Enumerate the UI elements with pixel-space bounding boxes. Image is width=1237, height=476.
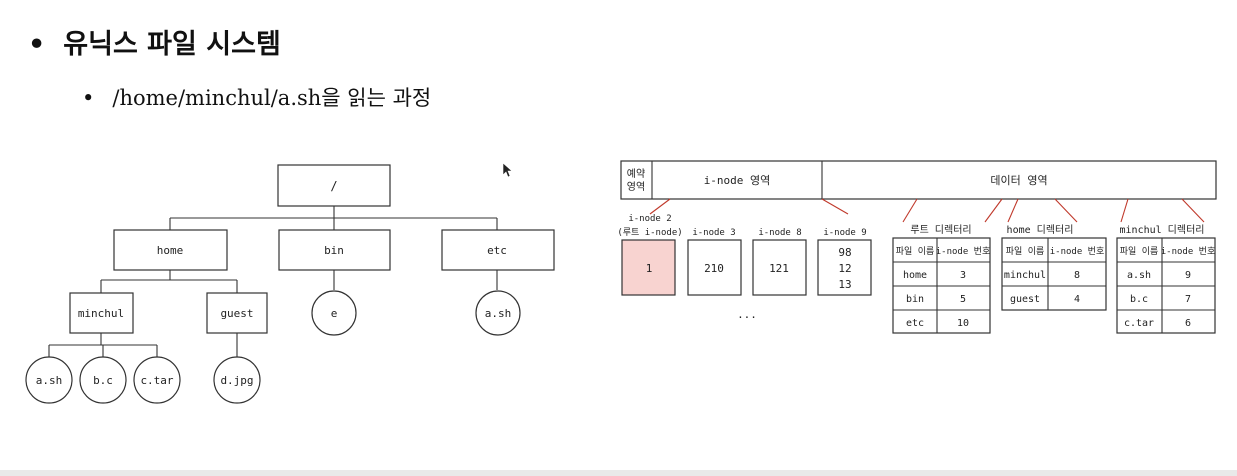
- table-cell: b.c: [1130, 294, 1148, 305]
- table-cell: 10: [957, 318, 969, 329]
- tree-node-label: guest: [220, 307, 253, 320]
- tree-node-root: [277, 164, 391, 207]
- table-cell: 6: [1185, 318, 1191, 329]
- mouse-cursor-icon: [502, 162, 513, 178]
- slide-title-text: 유닉스 파일 시스템: [63, 29, 281, 60]
- table-cell: 9: [1185, 270, 1191, 281]
- directory-title: minchul 디렉터리: [1120, 224, 1205, 236]
- table-cell: guest: [1010, 294, 1040, 305]
- tree-file-label: a.sh: [36, 374, 63, 387]
- pointer-line: [1007, 198, 1019, 223]
- tree-file-label: d.jpg: [220, 374, 253, 387]
- tree-node-minchul: [69, 292, 134, 334]
- inode-content: 1: [646, 262, 653, 275]
- inode-content: 13: [838, 278, 851, 291]
- inode-content: 210: [704, 262, 724, 275]
- table-cell: a.sh: [1127, 270, 1151, 281]
- table-cell: 3: [960, 270, 966, 281]
- table-header: 파일 이름: [1120, 246, 1159, 257]
- bullet-dot: •: [82, 86, 95, 110]
- inode-content: 121: [769, 262, 789, 275]
- slide-title: • 유닉스 파일 시스템: [28, 22, 281, 61]
- tree-file-label: c.tar: [140, 374, 173, 387]
- table-cell: 7: [1185, 294, 1191, 305]
- reserved-area-label: 영역: [627, 181, 645, 193]
- table-header: i-node 번호: [1161, 246, 1216, 257]
- table-cell: minchul: [1004, 270, 1046, 281]
- table-header: 파일 이름: [1006, 246, 1045, 257]
- tree-node-label: etc: [487, 244, 507, 257]
- directory-table-home: [1001, 237, 1107, 311]
- inode-block-root: [621, 239, 676, 296]
- slide-subtitle: • /home/minchul/a.sh을 읽는 과정: [82, 82, 431, 112]
- table-cell: home: [903, 270, 927, 281]
- tree-file-e: [311, 290, 357, 336]
- inode-block-9: [817, 239, 872, 296]
- inode-label: i-node 2: [628, 214, 671, 224]
- tree-file-b-c: [79, 356, 127, 404]
- table-cell: etc: [906, 318, 924, 329]
- tree-node-label: minchul: [78, 307, 124, 320]
- directory-title: 루트 디렉터리: [910, 224, 971, 236]
- table-cell: c.tar: [1124, 318, 1154, 329]
- tree-node-etc: [441, 229, 555, 271]
- inode-block-3: [687, 239, 742, 296]
- inode-area-label: i-node 영역: [704, 174, 771, 187]
- footer-bar: [0, 470, 1237, 476]
- pointer-line: [1181, 198, 1205, 223]
- inode-content: 98: [838, 246, 851, 259]
- table-cell: 8: [1074, 270, 1080, 281]
- disk-layout: 예약 영역 i-node 영역 데이터 영역 i-node 2 (루트 i-no…: [617, 160, 1217, 334]
- tree-file-label: a.sh: [485, 307, 512, 320]
- pointer-line: [984, 198, 1003, 223]
- inode-block-8: [752, 239, 807, 296]
- tree-node-guest: [206, 292, 268, 334]
- table-cell: bin: [906, 294, 924, 305]
- inode-label: (루트 i-node): [617, 227, 682, 238]
- tree-node-label: bin: [324, 244, 344, 257]
- pointer-line: [1120, 198, 1129, 223]
- tree-node-home: [113, 229, 228, 271]
- reserved-area-label: 예약: [627, 168, 645, 180]
- pointer-line: [821, 198, 849, 215]
- tree-node-bin: [278, 229, 391, 271]
- table-cell: 5: [960, 294, 966, 305]
- slide-subtitle-text: /home/minchul/a.sh을 읽는 과정: [112, 86, 432, 110]
- bullet-dot: •: [28, 29, 46, 60]
- tree-file-d-jpg: [213, 356, 261, 404]
- disk-bar: [620, 160, 1217, 200]
- tree-file-c-tar: [133, 356, 181, 404]
- tree-node-label: /: [330, 179, 337, 193]
- pointer-line: [902, 198, 918, 223]
- inode-label: i-node 3: [692, 228, 735, 238]
- table-header: 파일 이름: [896, 246, 935, 257]
- table-header: i-node 번호: [1050, 246, 1105, 257]
- tree-file-a-sh: [25, 356, 73, 404]
- pointer-line: [1054, 198, 1078, 223]
- inode-label: i-node 8: [758, 228, 801, 238]
- directory-tree: / home bin etc minchul guest e a.sh a.sh…: [25, 164, 555, 404]
- tree-file-etc-a-sh: [475, 290, 521, 336]
- tree-file-label: b.c: [93, 374, 113, 387]
- tree-node-label: home: [157, 244, 184, 257]
- tree-file-label: e: [331, 307, 338, 320]
- directory-title: home 디렉터리: [1007, 224, 1074, 236]
- inode-label: i-node 9: [823, 228, 866, 238]
- table-cell: 4: [1074, 294, 1080, 305]
- table-header: i-node 번호: [936, 246, 991, 257]
- data-area-label: 데이터 영역: [990, 174, 1047, 187]
- more-inodes-ellipsis: ...: [737, 308, 757, 321]
- inode-content: 12: [838, 262, 851, 275]
- pointer-line: [649, 198, 671, 215]
